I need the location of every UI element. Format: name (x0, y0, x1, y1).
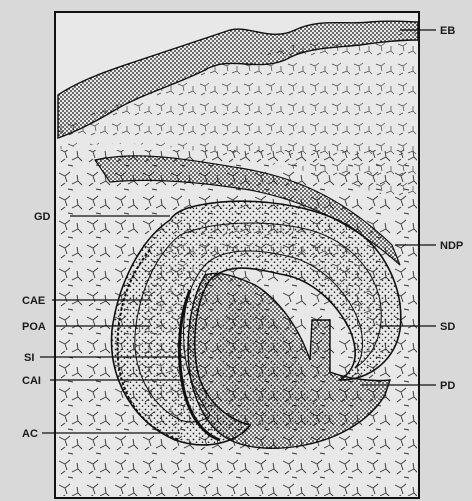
label-ac: AC (22, 428, 38, 440)
label-gd: GD (34, 211, 51, 223)
label-ndp: NDP (440, 240, 463, 252)
label-si: SI (24, 352, 34, 364)
label-eb: EB (440, 25, 455, 37)
label-cai: CAI (22, 375, 41, 387)
label-poa: POA (22, 321, 46, 333)
label-cae: CAE (22, 295, 45, 307)
label-pd: PD (440, 380, 455, 392)
label-sd: SD (440, 321, 455, 333)
